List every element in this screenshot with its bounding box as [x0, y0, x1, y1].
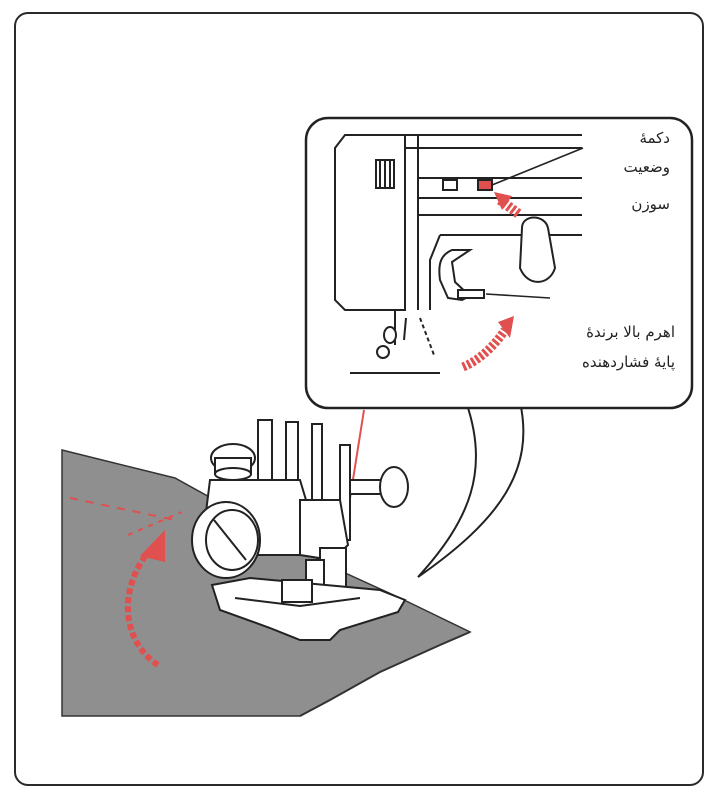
- presser-foot: [192, 420, 408, 640]
- presser-foot-lever-label-line1: اهرم بالا برندهٔ: [535, 322, 675, 342]
- presser-foot-lever-label-line2: پایهٔ فشاردهنده: [535, 352, 675, 372]
- needle-position-button-label-line1: دکمهٔ: [595, 128, 670, 148]
- needle-position-button-label-line3: سوزن: [595, 194, 670, 214]
- needle-position-button-label-line2: وضعیت: [595, 157, 670, 177]
- callout-tail: [418, 402, 523, 577]
- needle-position-button-inset: [478, 180, 492, 190]
